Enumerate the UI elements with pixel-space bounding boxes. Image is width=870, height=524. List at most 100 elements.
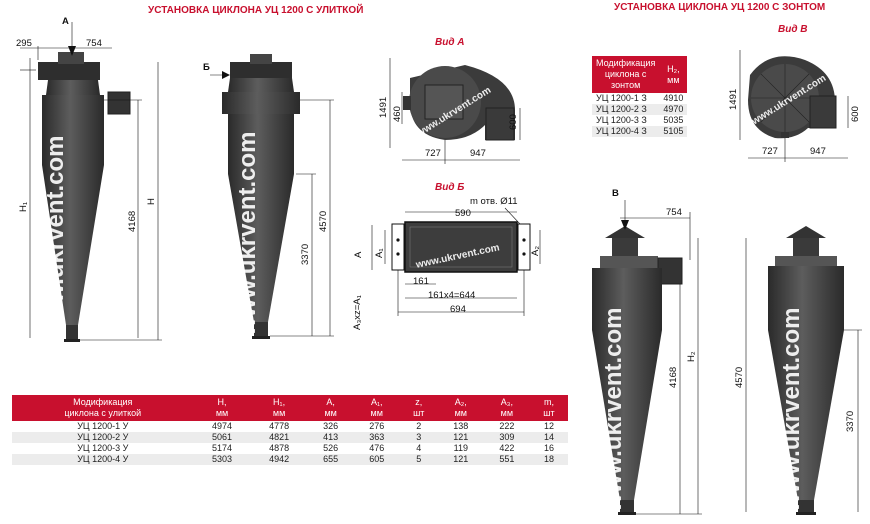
table-snail-cell: УЦ 1200-2 У [12,432,194,443]
dim-4570-right: 4570 [734,366,745,388]
table-umbrella-header-line: циклона с [604,69,647,79]
view-b-161: 161 [413,276,429,287]
view-a-727: 727 [425,148,441,159]
view-a-460: 460 [392,106,403,122]
dim-4168-left: 4168 [127,210,138,232]
table-snail-header-cell: z,шт [399,395,438,421]
dim-3370-right: 3370 [845,410,856,432]
watermark-1: www.ukrvent.com [42,135,69,341]
view-b-axz: A₃xz=A₁ [352,295,363,330]
view-a-1491: 1491 [378,96,389,118]
table-umbrella-header-cell: H₂,мм [659,56,688,93]
view-v-drawing [748,56,837,139]
watermark-4: www.ukrvent.com [778,307,805,513]
dimension-lines [20,22,862,515]
table-snail-cell: 5 [399,454,438,465]
table-row: УЦ 1200-3 У 5174 4878 526 476 4 119 422 16 [12,443,568,454]
view-b-694: 694 [450,304,466,315]
dim-4570-left: 4570 [318,210,329,232]
view-b-a1: A₁ [374,248,385,258]
view-v-727: 727 [762,146,778,157]
view-a-title: Вид А [435,37,465,48]
table-snail-cell: 326 [323,421,339,431]
table-snail-cell: 605 [353,454,400,465]
dim-h: H [146,198,157,205]
arrow-v-label: В [612,188,619,199]
view-v-title: Вид В [778,24,808,35]
table-snail-cell: 138 [453,421,469,431]
table-snail-cell: 276 [369,421,385,431]
table-snail-header-line: H₁, [273,397,286,407]
view-v-600: 600 [850,106,861,122]
table-snail-header-line: мм [272,408,286,418]
table-snail-header-cell: A,мм [307,395,354,421]
table-snail-cell: УЦ 1200-4 У [12,454,194,465]
table-umbrella-cell: 5105 [659,126,688,137]
table-snail-cell: 363 [353,432,400,443]
table-snail-cell: 2 [416,421,422,431]
table-snail-cell: 422 [499,443,515,453]
table-umbrella-cell: 4910 [663,93,684,103]
table-snail-cell: 551 [483,454,530,465]
title-snail: УСТАНОВКА ЦИКЛОНА УЦ 1200 С УЛИТКОЙ [148,5,364,16]
table-snail-cell: 3 [399,432,438,443]
table-snail-cell: 16 [543,443,554,453]
table-snail-cell: 476 [369,443,385,453]
table-snail-cell: 5061 [193,432,251,443]
table-snail-cell: 14 [529,432,568,443]
table-snail-cell: 655 [307,454,354,465]
view-b-590: 590 [455,208,471,219]
table-umbrella-cell: 5035 [663,115,684,125]
table-snail-header-line: шт [543,408,555,418]
table-umbrella-header-line: мм [667,74,680,85]
table-snail-cell: 121 [437,432,484,443]
view-b-title: Вид Б [435,182,465,193]
table-snail-cell: 526 [323,443,339,453]
table-snail-cell: 18 [529,454,568,465]
table-snail-header-line: z, [415,397,423,407]
dim-h2: H₂ [686,351,697,362]
table-snail-header-line: H, [217,397,227,407]
view-b-644: 161x4=644 [428,290,476,301]
table-snail-cell: 121 [437,454,484,465]
table-snail-cell: 4974 [212,421,233,431]
view-v-1491: 1491 [728,88,739,110]
cyclone-snail-front [38,52,131,342]
table-snail-header-line: A₁, [370,397,383,407]
table-umbrella-cell: УЦ 1200-4 З [592,126,660,137]
cyclone-umbrella-side [768,226,844,515]
view-arrows [68,46,629,230]
table-snail-cell: 4878 [269,443,290,453]
table-snail-header-cell: m,шт [529,395,568,421]
watermark-2: www.ukrvent.com [234,131,261,337]
table-snail-cell: УЦ 1200-3 У [77,443,129,453]
table-snail-header-line: мм [324,408,337,418]
table-snail-header-line: мм [370,408,383,418]
table-snail-cell: 12 [543,421,554,431]
dim-h1: H₁ [18,201,29,212]
view-b-a2: A₂ [530,245,541,256]
table-snail-cell: 5174 [212,443,233,453]
table-snail-cell: 119 [453,443,468,453]
table-snail-header-line: мм [500,408,514,418]
table-umbrella-header-line: H₂, [667,63,680,74]
table-snail-cell: 413 [307,432,354,443]
table-snail-cell: 4 [416,443,422,453]
table-snail-header-line: мм [215,408,229,418]
table-umbrella-cell: 4970 [659,104,688,115]
table-snail-header-line: Модификация [73,397,133,407]
view-a-947: 947 [470,148,486,159]
cyclone-umbrella-front [592,226,683,515]
table-snail-header-line: мм [454,408,467,418]
watermark-3: www.ukrvent.com [600,307,627,513]
